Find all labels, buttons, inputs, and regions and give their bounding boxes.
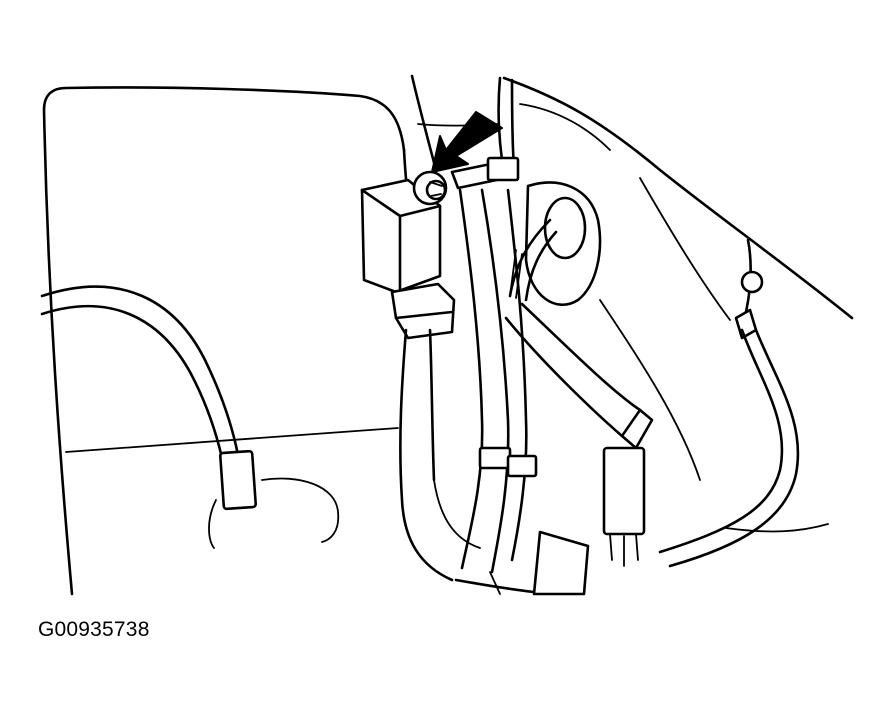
harness-clip-right <box>506 454 538 478</box>
left-cable <box>40 285 340 549</box>
left-panel-outline <box>42 86 412 596</box>
arrow-pointer-icon <box>431 111 503 173</box>
right-connector <box>602 446 646 567</box>
module-box <box>360 178 456 340</box>
upper-center-tubes <box>410 74 516 172</box>
right-sensor-cable <box>658 238 800 568</box>
diagonal-hose <box>504 302 654 450</box>
left-cable-connector <box>218 449 258 511</box>
grommet-assembly <box>508 181 602 306</box>
figure-id-label: G00935738 <box>38 618 150 641</box>
lower-bracket <box>454 530 590 596</box>
wire-bracket <box>450 156 520 190</box>
right-panel-outline <box>502 76 854 533</box>
harness-clip-left <box>478 446 512 470</box>
main-harness <box>399 188 538 582</box>
mounting-bolt <box>412 170 448 206</box>
